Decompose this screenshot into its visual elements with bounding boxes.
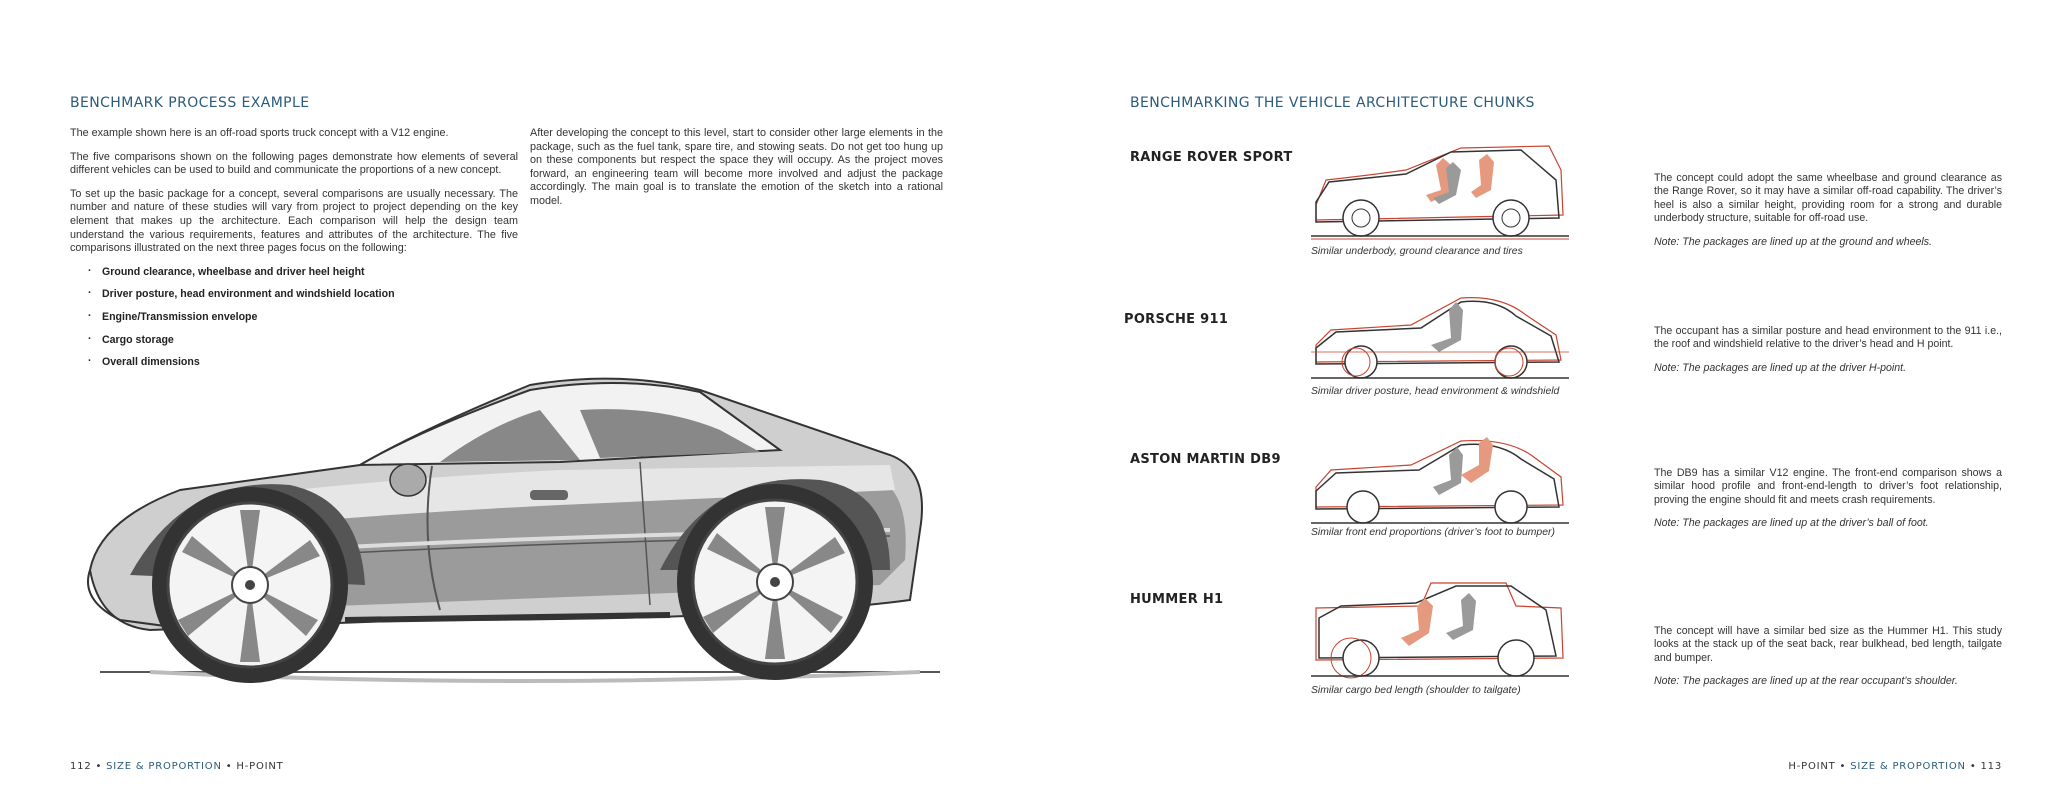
benchmark-name: ASTON MARTIN DB9: [1130, 452, 1281, 467]
paragraph: To set up the basic package for a concep…: [70, 187, 518, 255]
focus-list: Ground clearance, wheelbase and driver h…: [70, 265, 518, 370]
list-item: Driver posture, head environment and win…: [70, 287, 518, 302]
benchmark-description: The concept could adopt the same wheelba…: [1654, 172, 2002, 249]
left-page-title: BENCHMARK PROCESS EXAMPLE: [70, 95, 310, 111]
list-item: Engine/Transmission envelope: [70, 310, 518, 325]
benchmark-caption: Similar cargo bed length (shoulder to ta…: [1311, 685, 1521, 696]
folio-chapter: H-POINT: [236, 761, 284, 772]
list-item: Overall dimensions: [70, 355, 518, 370]
front-wheel: [130, 484, 365, 683]
rear-wheel: [660, 479, 890, 680]
list-item: Ground clearance, wheelbase and driver h…: [70, 265, 518, 280]
range-rover-comparison-diagram: [1311, 145, 1569, 240]
benchmark-description: The DB9 has a similar V12 engine. The fr…: [1654, 467, 2002, 531]
benchmark-caption: Similar underbody, ground clearance and …: [1311, 246, 1523, 257]
list-item: Cargo storage: [70, 333, 518, 348]
left-page: BENCHMARK PROCESS EXAMPLE The example sh…: [0, 0, 1036, 800]
benchmark-name: HUMMER H1: [1130, 592, 1224, 607]
concept-car-illustration: [87, 377, 940, 683]
hummer-h1-comparison-diagram: [1311, 582, 1569, 679]
left-folio: 112 • SIZE & PROPORTION • H-POINT: [70, 761, 284, 772]
benchmark-note: Note: The packages are lined up at the d…: [1654, 517, 1929, 530]
left-column-1: The example shown here is an off-road sp…: [70, 127, 518, 379]
benchmark-name: RANGE ROVER SPORT: [1130, 150, 1293, 165]
benchmark-note: Note: The packages are lined up at the d…: [1654, 361, 1907, 374]
benchmark-description: The occupant has a similar posture and h…: [1654, 325, 2002, 375]
porsche-911-comparison-diagram: [1311, 297, 1569, 379]
paragraph: After developing the concept to this lev…: [530, 127, 943, 207]
aston-martin-db9-comparison-diagram: [1311, 437, 1569, 524]
benchmark-caption: Similar front end proportions (driver’s …: [1311, 527, 1555, 538]
benchmark-note: Note: The packages are lined up at the g…: [1654, 235, 1932, 248]
right-page: BENCHMARKING THE VEHICLE ARCHITECTURE CH…: [1036, 0, 2072, 800]
folio-section: SIZE & PROPORTION: [1850, 761, 1966, 772]
benchmark-caption: Similar driver posture, head environment…: [1311, 386, 1560, 397]
right-page-title: BENCHMARKING THE VEHICLE ARCHITECTURE CH…: [1130, 95, 1535, 111]
left-column-2: After developing the concept to this lev…: [530, 127, 943, 219]
benchmark-name: PORSCHE 911: [1124, 312, 1229, 327]
paragraph: The example shown here is an off-road sp…: [70, 127, 449, 139]
page-number: 112: [70, 761, 92, 772]
folio-section: SIZE & PROPORTION: [106, 761, 222, 772]
description-text: The concept will have a similar bed size…: [1654, 625, 2002, 664]
description-text: The DB9 has a similar V12 engine. The fr…: [1654, 467, 2002, 506]
page-number: 113: [1980, 761, 2002, 772]
description-text: The concept could adopt the same wheelba…: [1654, 172, 2002, 225]
description-text: The occupant has a similar posture and h…: [1654, 325, 2002, 351]
folio-chapter: H-POINT: [1788, 761, 1836, 772]
paragraph: The five comparisons shown on the follow…: [70, 150, 518, 177]
benchmark-note: Note: The packages are lined up at the r…: [1654, 675, 1958, 688]
benchmark-description: The concept will have a similar bed size…: [1654, 625, 2002, 689]
right-folio: H-POINT • SIZE & PROPORTION • 113: [1788, 761, 2002, 772]
